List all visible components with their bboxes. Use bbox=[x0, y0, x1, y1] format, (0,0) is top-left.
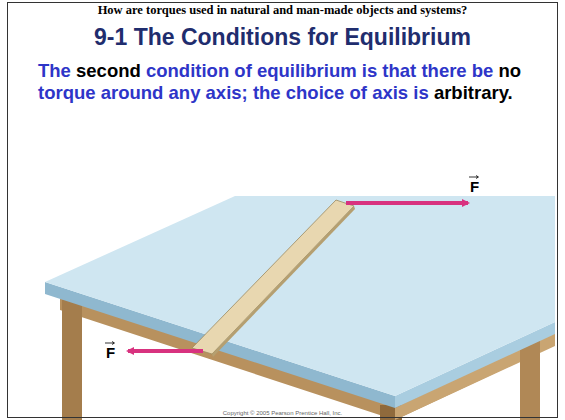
guiding-question: How are torques used in natural and man-… bbox=[0, 3, 565, 18]
slide-frame bbox=[8, 3, 558, 418]
force-arrow bbox=[346, 201, 468, 205]
force-label: F bbox=[468, 178, 481, 195]
vector-arrow bbox=[105, 341, 115, 345]
vector-arrow bbox=[469, 175, 479, 179]
slide-title: 9-1 The Conditions for Equilibrium bbox=[0, 24, 565, 51]
table-leg bbox=[62, 300, 82, 420]
copyright-note: Copyright © 2005 Pearson Prentice Hall, … bbox=[0, 410, 565, 416]
meter-stick bbox=[192, 200, 354, 354]
meter-stick-edge bbox=[212, 206, 355, 357]
force-arrow bbox=[128, 349, 203, 353]
table-leg bbox=[520, 340, 540, 420]
body-text: The second condition of equilibrium is t… bbox=[38, 60, 538, 104]
force-label: F bbox=[104, 344, 117, 361]
tabletop bbox=[45, 196, 555, 396]
